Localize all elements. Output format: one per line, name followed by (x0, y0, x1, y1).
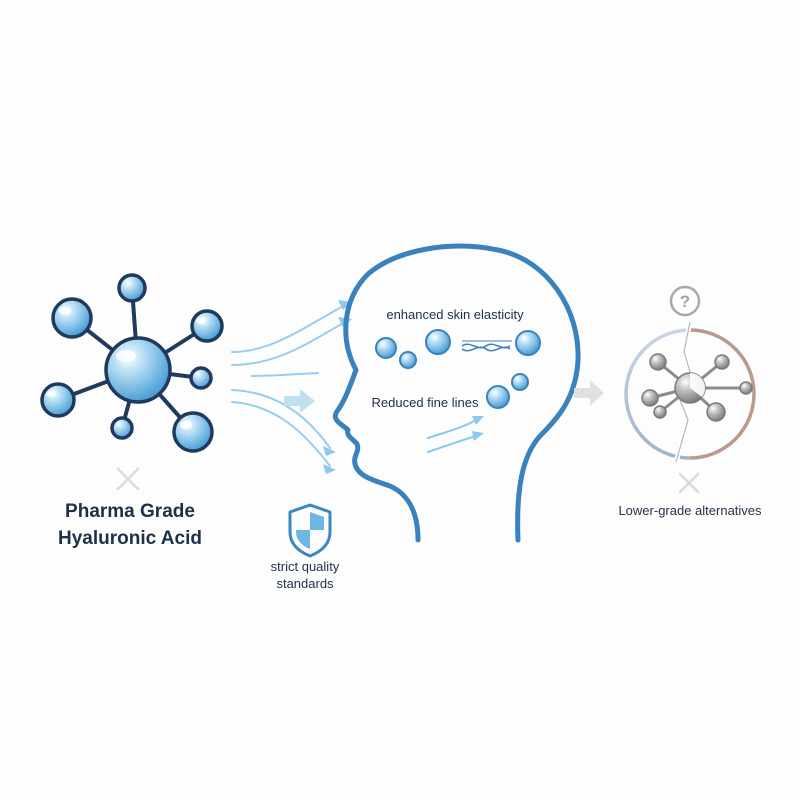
shield-icon (288, 503, 332, 558)
elasticity-wave-icon (461, 340, 512, 352)
question-circle-icon: ? (669, 285, 701, 317)
x-mark-icon (116, 467, 140, 491)
fine-lines-arrows (427, 419, 477, 453)
hyaluronic-acid-molecule-icon (40, 273, 224, 453)
gray-arrow-icon (574, 380, 604, 406)
head-profile (332, 243, 581, 543)
x-mark-icon (678, 472, 700, 494)
product-title-line1: Pharma Grade (65, 501, 195, 522)
product-title-line2: Hyaluronic Acid (58, 528, 202, 549)
moisture-bubbles (375, 329, 541, 409)
fine-lines-arrowheads (472, 416, 484, 441)
quality-label-line1: strict quality (270, 559, 340, 574)
elasticity-label: enhanced skin elasticity (386, 307, 524, 322)
center-arrow-icon (284, 389, 315, 413)
question-mark: ? (680, 292, 690, 311)
quality-label-line2: standards (276, 576, 334, 591)
fine-lines-label: Reduced fine lines (371, 395, 479, 410)
alternatives-label: Lower-grade alternatives (618, 503, 762, 518)
quality-standards-label: strict quality standards (240, 558, 370, 592)
product-title: Pharma Grade Hyaluronic Acid (20, 498, 240, 552)
lower-grade-badge (624, 321, 756, 463)
flow-lines (231, 304, 346, 467)
